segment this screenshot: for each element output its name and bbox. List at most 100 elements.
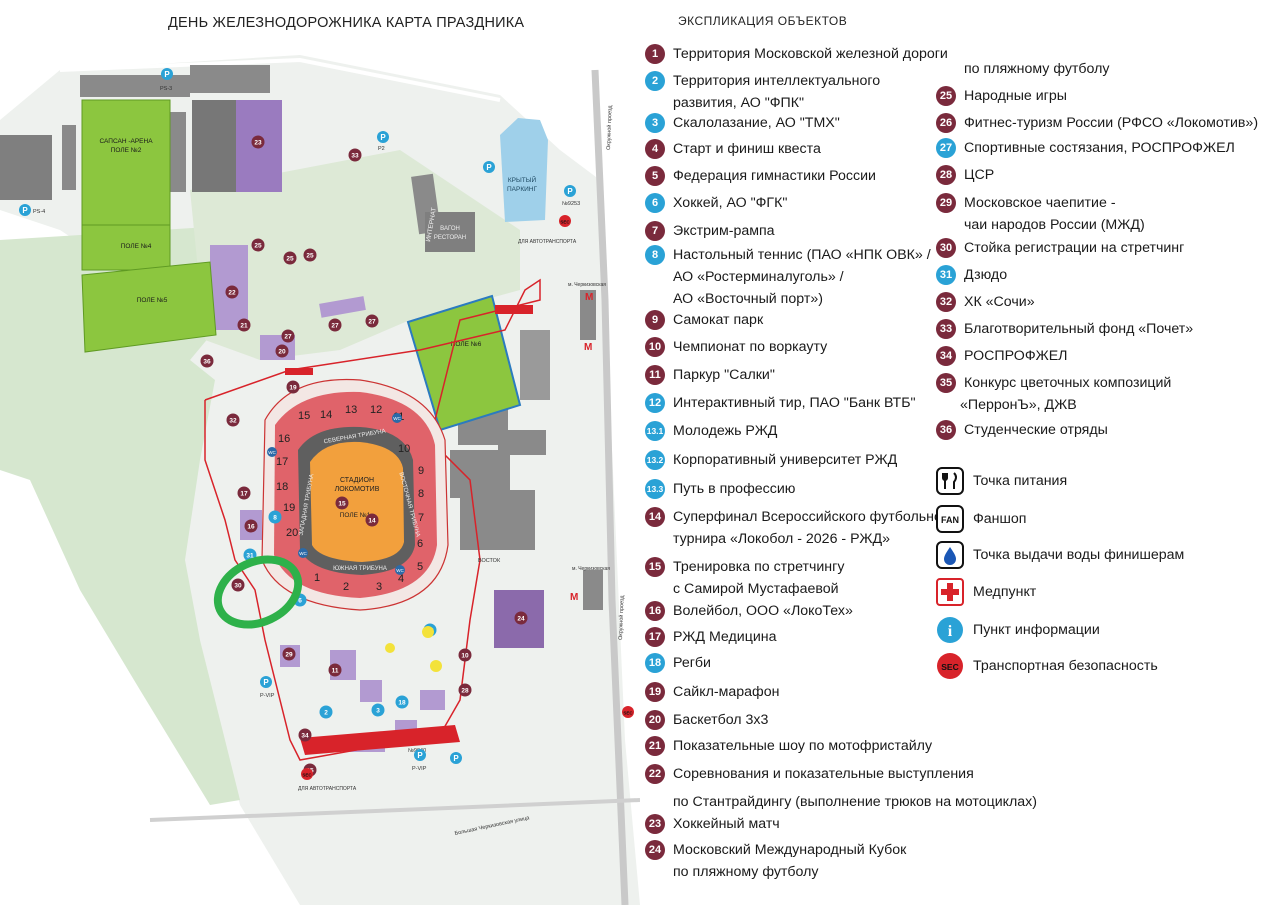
legend-item-label: Территория интеллектуального [673,73,881,89]
map-marker-28: 28 [458,683,472,697]
legend-number-badge: 21 [645,736,665,756]
map-marker-11: 11 [328,663,342,677]
yellow-marker-3 [385,643,395,653]
svg-text:2: 2 [324,710,328,717]
legend-item-label: Федерация гимнастики России [673,168,876,184]
food-icon [936,467,964,495]
legend-item-label: Московский Международный Кубок [673,842,907,858]
stadium-label-2: ЛОКОМОТИВ [335,486,380,493]
map-marker-36: 36 [200,354,214,368]
symbol-legend-item: Точка питания [936,467,1067,495]
legend-item-18: 18 Регби [645,652,711,674]
legend-number-badge: 22 [645,764,665,784]
okruzhnoy-label-1: Окружной проезд [605,105,614,151]
bolshaya-street [149,798,640,822]
map-title: ДЕНЬ ЖЕЛЕЗНОДОРОЖНИКА КАРТА ПРАЗДНИКА [168,15,525,31]
legend-item-continuation: «ПерронЪ», ДЖВ [960,397,1077,413]
covered-parking [500,118,548,222]
sector-17: 17 [276,456,288,468]
legend-number-badge: 33 [936,319,956,339]
legend-number-badge: 27 [936,138,956,158]
legend-number-badge: 34 [936,346,956,366]
sector-12: 12 [370,404,382,416]
map-marker-33: 33 [348,148,362,162]
legend-number-badge: 16 [645,601,665,621]
legend-item-continuation: развития, АО "ФПК" [673,95,805,111]
legend-item-label: Паркур "Салки" [673,367,775,383]
legend-number-badge: 12 [645,393,665,413]
legend-item-label: Баскетбол 3х3 [673,712,769,728]
map-marker-10: 10 [458,648,472,662]
legend-number-badge: 15 [645,557,665,577]
map-marker-2: 2 [319,705,333,719]
sector-8: 8 [418,488,424,500]
map-marker-29: 29 [282,647,296,661]
map-marker-34: 34 [298,728,312,742]
svg-text:SEC: SEC [302,773,312,778]
highlight-circle [213,555,303,629]
legend-item-label: Благотворительный фонд «Почет» [964,321,1194,337]
event-boundary [204,278,541,761]
legend-number-badge: 13.1 [645,421,665,441]
svg-text:25: 25 [306,253,314,260]
legend-item-label: Показательные шоу по мотофристайлу [673,738,933,754]
map-marker-21: 21 [237,318,251,332]
symbol-legend-item: Медпункт [936,578,1036,606]
internal-road [59,57,501,102]
metro-icon-2: M [584,342,592,353]
legend-number-badge: 18 [645,653,665,673]
map-marker-30: 30 [231,578,245,592]
banner-west [285,368,313,375]
parking-9253-icon: P [567,187,573,196]
legend-item-label: Суперфинал Всероссийского футбольного [673,509,955,525]
legend-number-badge: 24 [645,840,665,860]
sector-10: 10 [398,443,410,455]
legend-item-label: Московское чаепитие - [964,195,1116,211]
legend-number-badge: 9 [645,310,665,330]
parking-p2-icon: P [380,133,386,142]
building-east4 [460,490,535,550]
field-1-label: ПОЛЕ №1 [340,512,371,519]
legend-number-badge: 26 [936,113,956,133]
map-marker-18: 18 [395,695,409,709]
symbol-legend-label: Точка питания [973,473,1068,489]
fanshop-icon: FAN [936,505,964,533]
svg-text:8: 8 [273,515,277,522]
symbol-legend-label: Фаншоп [973,511,1027,527]
legend-item-label: Путь в профессию [673,481,796,497]
okruzhnoy-road [591,69,629,905]
sector-16: 16 [278,433,290,445]
stadium-field [310,441,404,562]
field-5-label: ПОЛЕ №5 [137,297,168,304]
legend-item-continuation: по пляжному футболу [673,864,819,880]
okruzhnoy-label-2: Окружной проезд [617,595,626,641]
field-sapsan [81,99,171,271]
svg-text:23: 23 [254,140,262,147]
svg-text:25: 25 [254,243,262,250]
legend-item-21: 21 Показательные шоу по мотофристайлу [645,735,932,757]
banner-north [495,305,533,314]
map-marker-25: 25 [283,251,297,265]
building-top1 [80,75,190,97]
map-marker-27: 27 [328,318,342,332]
map-markers: 2322212025252527272724361932171629283435… [200,135,634,780]
legend-title: ЭКСПЛИКАЦИЯ ОБЪЕКТОВ [678,14,848,28]
legend-item-label: Экстрим-рампа [673,223,775,239]
legend-item-label: Регби [673,655,711,671]
svg-text:28: 28 [461,688,469,695]
sector-3: 3 [376,581,382,593]
legend-number-badge: 23 [645,814,665,834]
